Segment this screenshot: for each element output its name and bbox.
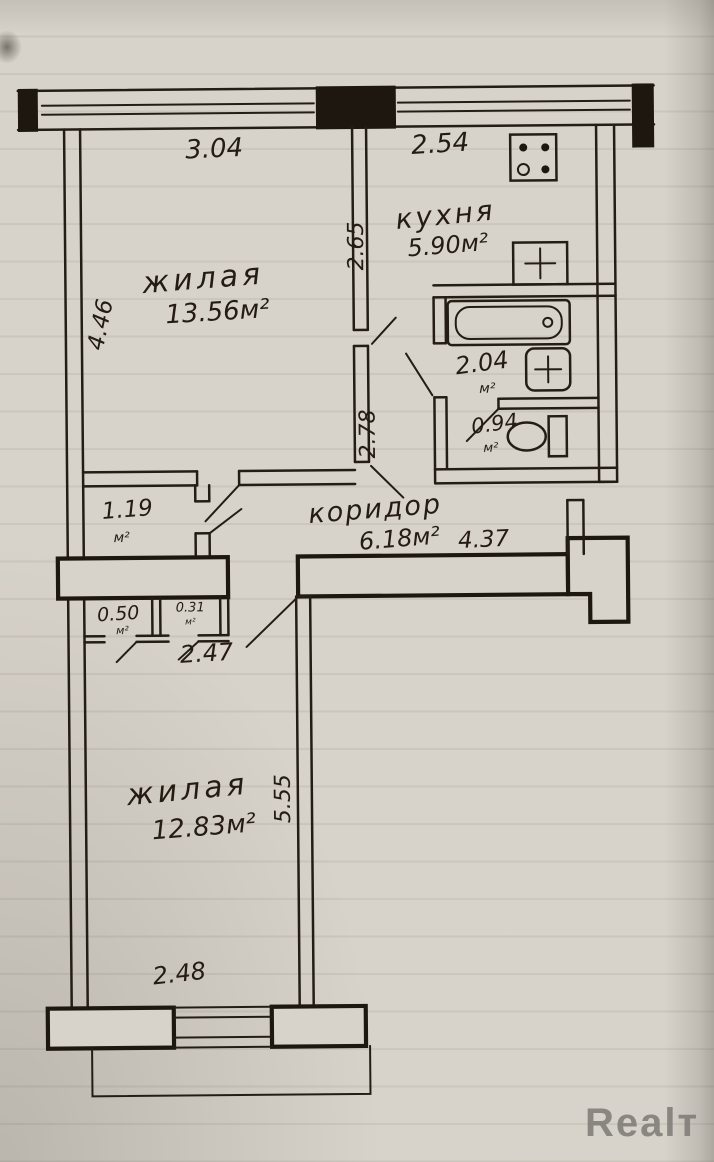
kitchen-sink-icon: [511, 240, 569, 286]
top-wall: [16, 83, 656, 148]
dim-kitchen-width: 2.54: [410, 128, 470, 161]
label-bath-area: 2.04: [454, 346, 511, 381]
pantry-walls: [83, 595, 230, 664]
partition-closet: [193, 484, 212, 559]
washbasin-icon: [524, 346, 572, 392]
label-bath-unit: м²: [479, 381, 496, 397]
label-pantry-right-area: 0.31: [176, 600, 205, 615]
partition-bath-left: [432, 295, 449, 471]
window-right: [396, 99, 631, 113]
door-closet-leaf: [208, 508, 243, 535]
corridor-wall-left-block: [55, 555, 231, 601]
bottom-wall: [45, 1003, 369, 1051]
dim-kitchen-depth: 2.65: [344, 221, 369, 270]
dim-living2-width: 2.48: [151, 957, 207, 991]
label-living2-area: 12.83м²: [151, 808, 258, 846]
bathtub-icon: [446, 298, 572, 347]
entrance-step: [565, 498, 631, 625]
dim-corridor-length: 4.37: [457, 526, 510, 554]
balcony-outline: [91, 1044, 372, 1098]
partition-living1-kitchen: [350, 125, 371, 464]
living2-right-wall: [294, 595, 315, 1008]
door-wc-leaf: [465, 407, 500, 443]
corridor-wall-right-block: [295, 552, 571, 599]
label-living2-name: жилая: [124, 767, 250, 814]
realt-watermark: Reаlт: [585, 1101, 699, 1145]
partition-living1-corridor: [81, 468, 357, 488]
partition-wc-corridor: [433, 466, 619, 485]
label-kitchen-area: 5.90м²: [406, 228, 489, 262]
door-living2-leaf: [245, 597, 298, 648]
stove-icon: [508, 132, 558, 182]
dim-closet-width: 2.47: [179, 638, 235, 669]
label-pantry-left-area: 0.50: [96, 602, 140, 627]
label-closet-area: 1.19: [101, 495, 154, 525]
door-bath-leaf: [405, 352, 434, 397]
label-pantry-left-unit: м²: [116, 624, 129, 637]
label-wc-unit: м²: [483, 441, 498, 456]
dim-corridor-side: 2.78: [356, 409, 381, 458]
dim-living1-width: 3.04: [185, 133, 244, 165]
label-living1-area: 13.56м²: [164, 294, 270, 330]
partition-bath-wc: [497, 396, 600, 411]
label-corridor-area: 6.18м²: [358, 521, 441, 555]
ink-smudge: [0, 30, 22, 64]
toilet-icon: [506, 414, 569, 458]
right-wall: [594, 123, 619, 484]
label-closet-unit: м²: [113, 530, 130, 546]
door-living1-leaf: [204, 484, 241, 523]
label-pantry-right-unit: м²: [185, 617, 196, 627]
door-kitchen-hatch: [370, 316, 405, 499]
label-wc-area: 0.94: [470, 409, 519, 439]
dim-living2-depth: 5.55: [271, 774, 296, 823]
window-left: [40, 102, 315, 116]
dim-living1-depth: 4.46: [83, 297, 119, 352]
